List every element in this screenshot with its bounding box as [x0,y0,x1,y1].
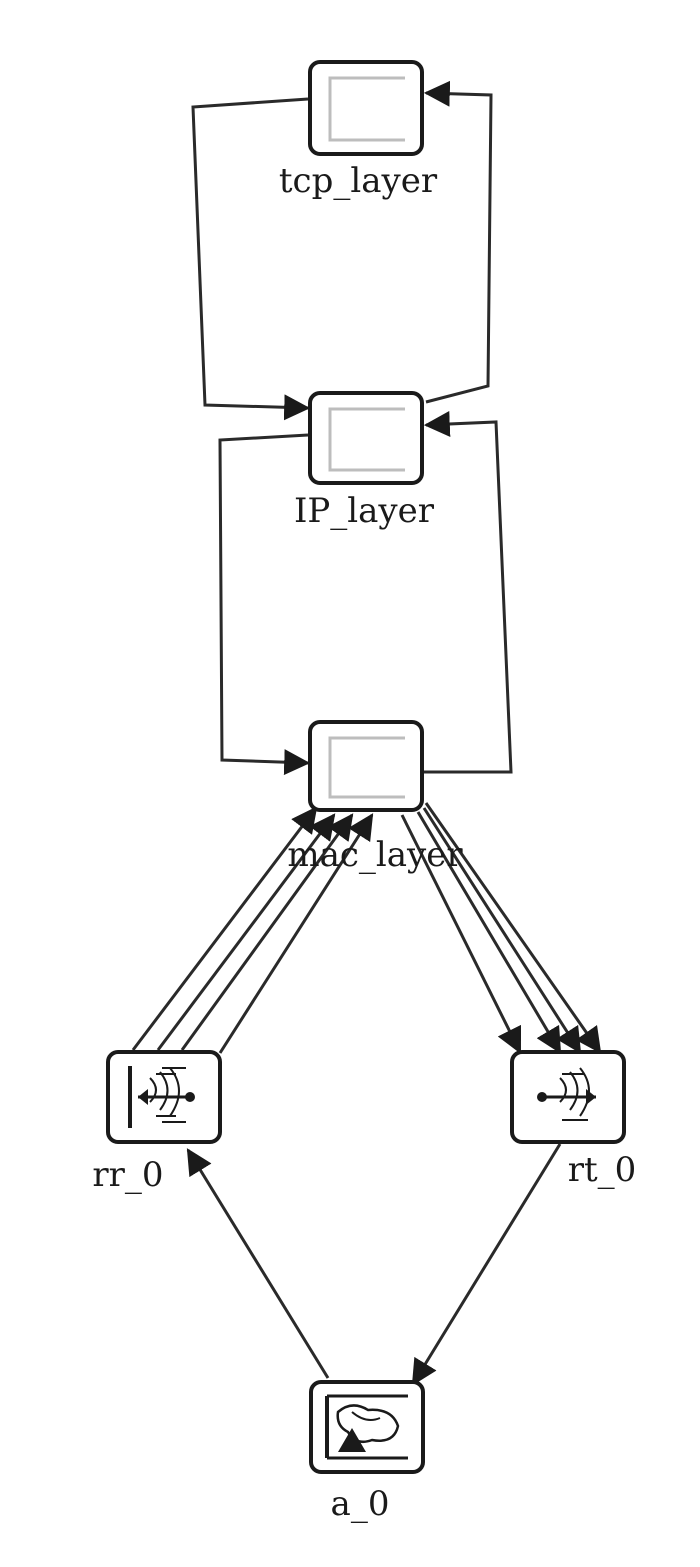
link-ip-to-mac[interactable] [218,433,311,776]
link-tcp-to-ip[interactable] [191,97,311,421]
node-label-tcp-layer: tcp_layer [279,161,438,201]
link-rr-to-mac-stream-2[interactable] [180,813,354,1051]
node-ip-layer[interactable]: IP_layer [294,391,435,531]
node-rt-0[interactable]: rt_0 [510,1050,637,1190]
link-mac-to-rt-stream-3[interactable] [424,802,602,1054]
links-group [131,80,602,1386]
link-rr-to-mac-stream-0[interactable] [131,806,318,1051]
node-label-a-0: a_0 [331,1484,390,1524]
radio-receiver-icon [128,1066,195,1128]
node-mac-layer[interactable]: mac_layer [287,720,463,875]
link-rr-to-mac-stream-3[interactable] [218,813,374,1054]
node-label-mac-layer: mac_layer [287,835,463,875]
antenna-icon [325,1394,408,1460]
link-mac-to-rt-stream-1[interactable] [416,811,562,1054]
radio-transmitter-icon [537,1067,596,1121]
link-a-to-rr[interactable] [186,1148,330,1379]
node-label-rt-0: rt_0 [568,1150,637,1190]
link-mac-to-rt-stream-2[interactable] [422,807,582,1054]
node-tcp-layer[interactable]: tcp_layer [279,60,438,201]
node-a-0[interactable]: a_0 [309,1380,425,1524]
node-label-ip-layer: IP_layer [294,491,435,531]
link-rr-to-mac-stream-1[interactable] [156,813,336,1051]
link-rt-to-a[interactable] [411,1143,562,1386]
node-rr-0[interactable]: rr_0 [92,1050,222,1195]
link-ip-to-tcp[interactable] [423,80,493,404]
link-mac-to-ip[interactable] [423,410,513,774]
node-label-rr-0: rr_0 [92,1155,163,1195]
link-mac-to-rt-stream-0[interactable] [400,814,522,1054]
